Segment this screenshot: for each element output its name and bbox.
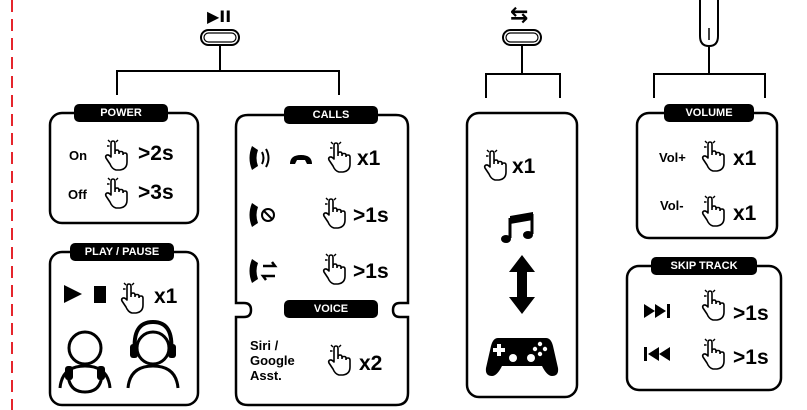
volume-down-count: x1 bbox=[733, 202, 757, 225]
power-off-label: Off bbox=[68, 187, 87, 202]
calls-switch-time: >1s bbox=[353, 260, 389, 283]
voice-title: VOICE bbox=[284, 300, 378, 318]
calls-answer-count: x1 bbox=[357, 147, 381, 170]
power-title: POWER bbox=[74, 104, 168, 122]
power-off-time: >3s bbox=[138, 181, 174, 204]
voice-label-line2: Google bbox=[250, 353, 295, 368]
repeat-icon: ⇆ bbox=[510, 3, 529, 28]
volume-up-count: x1 bbox=[733, 147, 757, 170]
calls-title: CALLS bbox=[284, 106, 378, 124]
voice-count: x2 bbox=[359, 352, 383, 375]
power-on-time: >2s bbox=[138, 142, 174, 165]
mode-count: x1 bbox=[512, 155, 536, 178]
play-pause-icon: ▶II bbox=[207, 7, 232, 26]
skip-next-time: >1s bbox=[733, 302, 769, 325]
power-on-label: On bbox=[69, 148, 88, 163]
skip-prev-time: >1s bbox=[733, 346, 769, 369]
play-pause-title: PLAY / PAUSE bbox=[70, 243, 174, 261]
volume-title: VOLUME bbox=[664, 104, 754, 122]
voice-label-line1: Siri / bbox=[250, 338, 279, 353]
volume-up-label: Vol+ bbox=[659, 150, 686, 165]
play-pause-count: x1 bbox=[154, 285, 178, 308]
skip-track-title: SKIP TRACK bbox=[651, 257, 757, 275]
voice-label-line3: Asst. bbox=[250, 368, 282, 383]
calls-reject-time: >1s bbox=[353, 204, 389, 227]
volume-down-label: Vol- bbox=[660, 198, 684, 213]
